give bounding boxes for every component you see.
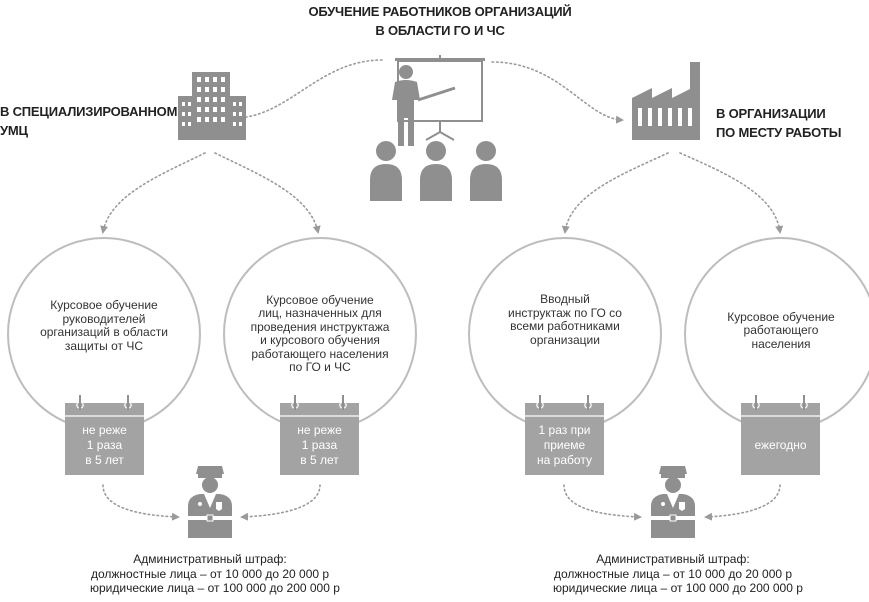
inspector-icon [188,466,232,538]
node-1-line: защиты от ЧС [64,338,144,353]
connector-left-to-node2 [214,152,321,234]
node-2-line: Курсовое обучение [266,292,374,307]
frequency-line: 1 раз при [538,422,591,437]
office-building-icon [178,72,246,140]
node-1-line: Курсовое обучение [50,298,158,312]
frequency-line: в 5 лет [85,452,124,467]
node-3-line: Вводный [540,292,590,306]
frequency-line: в 5 лет [300,452,339,467]
fine-legal-entities: юридические лица – от 100 000 до 200 000… [553,581,803,595]
diagram-title: ОБУЧЕНИЕ РАБОТНИКОВ ОРГАНИЗАЦИЙ В ОБЛАСТ… [290,2,590,40]
fine-title: Административный штраф: [133,552,287,566]
node-4-text: Курсовое обучение работающего населения [701,306,861,356]
calendar-icon [741,395,820,475]
left-branch-label: В СПЕЦИАЛИЗИРОВАННОМ УМЦ [0,102,177,140]
node-2-line: и курсового обучения [260,333,380,347]
node-1-text: Курсовое обучение руководителей организа… [24,290,184,362]
connector-cal4-to-inspector-right [704,484,781,521]
fine-officials: должностные лица – от 10 000 до 20 000 р [90,566,330,581]
node-1-frequency: не реже 1 раза в 5 лет [65,418,144,472]
connector-right-to-node3 [561,152,669,234]
left-fine: Административный штраф: должностные лица… [90,552,340,596]
calendar-icon [525,395,604,475]
connector-right-to-node4 [679,152,784,234]
frequency-line: на работу [537,452,592,467]
left-branch-label-line-2: УМЦ [0,123,28,138]
left-branch-label-line-1: В СПЕЦИАЛИЗИРОВАННОМ [0,104,178,119]
fine-officials: должностные лица – от 10 000 до 20 000 р [553,566,793,581]
title-line-1: ОБУЧЕНИЕ РАБОТНИКОВ ОРГАНИЗАЦИЙ [308,4,572,19]
node-3-text: Вводный инструктаж по ГО со всеми работн… [485,284,645,356]
calendar-icon [280,395,359,475]
frequency-line: не реже [297,422,342,437]
fine-title: Административный штраф: [596,552,750,566]
node-1-line: руководителей [62,311,146,326]
fine-legal-entities: юридические лица – от 100 000 до 200 000… [90,581,340,595]
connector-center-to-left [236,59,383,122]
node-4-frequency: ежегодно [741,418,820,472]
node-2-line: по ГО и ЧС [289,360,351,374]
node-2-frequency: не реже 1 раза в 5 лет [280,418,359,472]
connector-cal2-to-inspector-left [240,484,321,521]
connector-center-to-right [491,61,624,124]
training-presentation-icon [370,55,502,201]
right-branch-label-line-2: ПО МЕСТУ РАБОТЫ [716,125,842,140]
frequency-line: приеме [543,437,586,452]
connector-cal1-to-inspector-left [102,484,180,521]
node-1-line: организаций в области [40,325,168,339]
frequency-line: 1 раза [86,437,123,452]
connector-cal3-to-inspector-right [563,484,642,521]
right-branch-label-line-1: В ОРГАНИЗАЦИИ [716,106,826,121]
node-2-line: проведения инструктажа [250,319,390,334]
connector-left-to-node1 [100,152,206,234]
node-3-line: организации [530,332,600,347]
right-fine: Административный штраф: должностные лица… [553,552,803,596]
inspector-icon [651,466,695,538]
frequency-line: не реже [82,422,127,437]
node-3-line: инструктаж по ГО со [508,305,622,320]
node-4-line: Курсовое обучение [727,309,835,324]
calendar-icon [65,395,144,475]
right-branch-label: В ОРГАНИЗАЦИИ ПО МЕСТУ РАБОТЫ [716,104,842,142]
node-2-line: работающего населения [251,346,389,361]
node-4-line: населения [751,336,811,351]
title-line-2: В ОБЛАСТИ ГО И ЧС [375,23,505,38]
frequency-line: 1 раза [301,437,338,452]
node-3-line: всеми работниками [510,319,620,333]
frequency-line: ежегодно [754,437,807,452]
node-2-text: Курсовое обучение лиц, назначенных для п… [238,286,402,382]
node-4-line: работающего [743,323,819,338]
factory-icon [632,62,700,140]
node-2-line: лиц, назначенных для [258,306,382,320]
node-3-frequency: 1 раз при приеме на работу [525,418,604,472]
